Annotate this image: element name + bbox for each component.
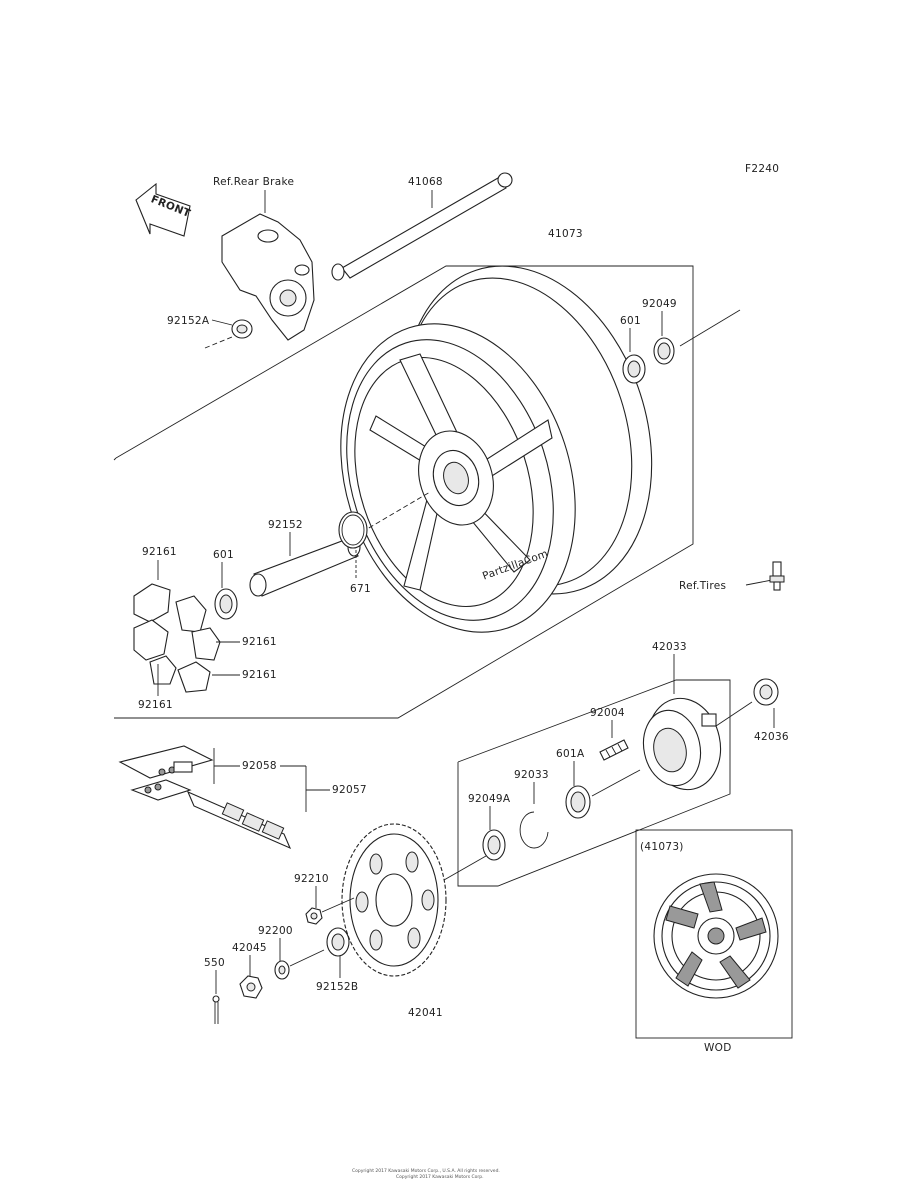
- label-550: 550: [204, 957, 225, 969]
- front-arrow-icon: FRONT: [135, 182, 193, 237]
- label-92210: 92210: [294, 873, 329, 885]
- label-92152A: 92152A: [167, 315, 210, 327]
- label-92049A: 92049A: [468, 793, 511, 805]
- bearing-601-left: [214, 588, 238, 620]
- bearing-601A: [565, 785, 591, 819]
- inset-title: (41073): [640, 841, 684, 853]
- label-671: 671: [350, 583, 371, 595]
- bearing-601-top: [622, 354, 646, 384]
- oil-seal-92049A: [482, 829, 506, 861]
- label-41073: 41073: [548, 228, 583, 240]
- circlip-92033: [519, 811, 549, 849]
- label-41068: 41068: [408, 176, 443, 188]
- label-92049: 92049: [642, 298, 677, 310]
- inset-caption: WOD: [704, 1042, 732, 1054]
- coupling-42033: [642, 697, 722, 791]
- label-92058: 92058: [242, 760, 277, 772]
- label-42045: 42045: [232, 942, 267, 954]
- label-92161-d: 92161: [138, 699, 173, 711]
- axle-41068: [331, 172, 513, 281]
- label-92161-a: 92161: [142, 546, 177, 558]
- label-601-left: 601: [213, 549, 234, 561]
- ref-tires-label: Ref.Tires: [679, 580, 726, 592]
- label-92200: 92200: [258, 925, 293, 937]
- label-92161-c: 92161: [242, 669, 277, 681]
- valve-stem-icon: [769, 561, 785, 591]
- washer-92200: [274, 960, 290, 980]
- damper-rubbers-92161: [133, 583, 221, 693]
- label-92057: 92057: [332, 784, 367, 796]
- label-42036: 42036: [754, 731, 789, 743]
- chain-swingarm-end: [118, 745, 214, 801]
- collar-42036: [753, 678, 779, 706]
- label-601-top: 601: [620, 315, 641, 327]
- label-601A: 601A: [556, 748, 585, 760]
- collar-92152: [249, 537, 361, 597]
- o-ring-671: [338, 511, 368, 549]
- sprocket-42041: [341, 823, 447, 977]
- brake-caliper-bracket: [221, 213, 315, 341]
- label-92033: 92033: [514, 769, 549, 781]
- spacer-92152A: [231, 319, 253, 339]
- nut-92210: [305, 907, 323, 925]
- label-92161-b: 92161: [242, 636, 277, 648]
- oil-seal-92049: [653, 337, 675, 365]
- label-92152B: 92152B: [316, 981, 358, 993]
- footer-line-1: Copyright 2017 Kawasaki Motors Corp., U.…: [352, 1168, 500, 1174]
- label-92004: 92004: [590, 707, 625, 719]
- drive-chain-92057: [186, 790, 292, 850]
- label-42033: 42033: [652, 641, 687, 653]
- castle-nut-42045: [239, 975, 263, 999]
- cotter-pin-550: [212, 995, 220, 1024]
- inset-wheel-illustration: [653, 873, 779, 999]
- footer-line-2: Copyright 2017 Kawasaki Motors Corp.: [396, 1174, 484, 1180]
- collar-92152B: [326, 927, 350, 957]
- stud-92004: [599, 739, 629, 761]
- label-92152: 92152: [268, 519, 303, 531]
- rear-wheel-41073: [340, 265, 653, 633]
- diagram-code: F2240: [745, 163, 779, 175]
- ref-rear-brake-label: Ref.Rear Brake: [213, 176, 294, 188]
- label-42041: 42041: [408, 1007, 443, 1019]
